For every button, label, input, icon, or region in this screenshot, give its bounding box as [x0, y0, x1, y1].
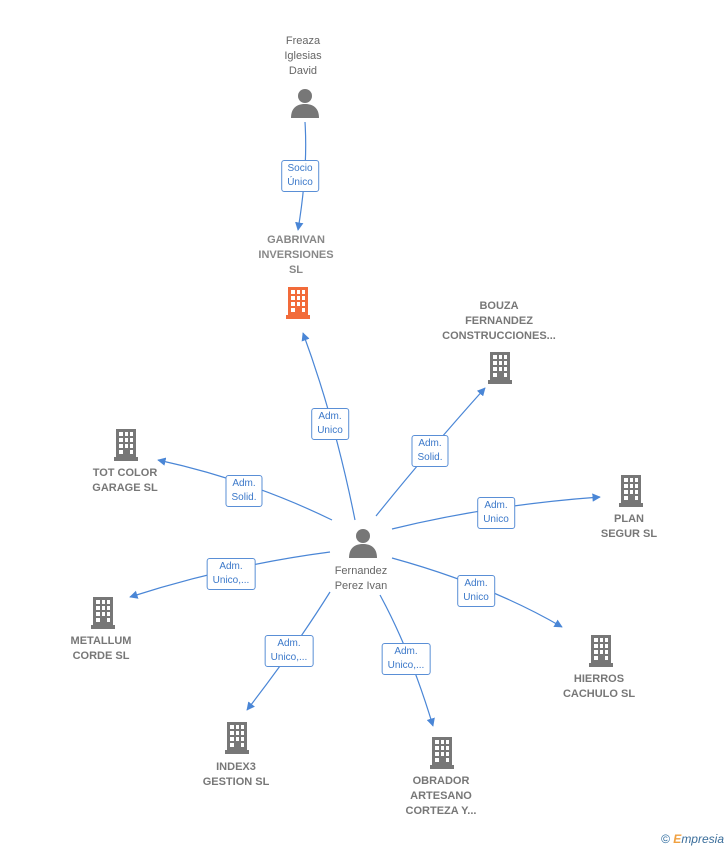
edge-label-center-main[interactable]: Adm. Unico: [311, 408, 349, 440]
person-owner-label: Freaza Iglesias David: [284, 35, 322, 77]
edge-label-center-hierros[interactable]: Adm. Unico: [457, 575, 495, 607]
brand-logo-text: mpresia: [681, 832, 724, 846]
edge-label-center-tot[interactable]: Adm. Solid.: [225, 475, 263, 507]
edge-label-center-plan[interactable]: Adm. Unico: [477, 497, 515, 529]
company-label: PLAN SEGUR SL: [600, 513, 658, 540]
building-icon[interactable]: [91, 597, 115, 629]
building-icon[interactable]: [430, 737, 454, 769]
building-icon[interactable]: [114, 429, 138, 461]
person-center-label: Fernandez Perez Ivan: [334, 565, 388, 592]
edge-label-center-metallum[interactable]: Adm. Unico,...: [206, 558, 256, 590]
building-icon[interactable]: [286, 287, 310, 319]
company-label: METALLUM CORDE SL: [70, 635, 132, 662]
edge-label-owner-main[interactable]: Socio Único: [281, 160, 319, 192]
copyright-icon: ©: [661, 832, 670, 846]
icons: [91, 89, 643, 769]
person-icon[interactable]: [349, 529, 377, 558]
building-icon[interactable]: [619, 475, 643, 507]
company-label: HIERROS CACHULO SL: [562, 673, 636, 700]
company-label: BOUZA FERNANDEZ CONSTRUCCIONES...: [442, 300, 556, 342]
edges: [129, 121, 601, 727]
brand-logo-initial: E: [673, 832, 682, 846]
person-icon[interactable]: [291, 89, 319, 118]
footer-brand: © Empresia: [661, 832, 724, 846]
building-icon[interactable]: [488, 352, 512, 384]
edge-label-center-bouza[interactable]: Adm. Solid.: [411, 435, 449, 467]
building-icon[interactable]: [589, 635, 613, 667]
company-label: TOT COLOR GARAGE SL: [92, 467, 158, 494]
main-company-label: GABRIVAN INVERSIONES SL: [258, 234, 334, 276]
company-label: INDEX3 GESTION SL: [202, 761, 270, 788]
company-label: OBRADOR ARTESANO CORTEZA Y...: [405, 775, 477, 817]
building-icon[interactable]: [225, 722, 249, 754]
edge-label-center-index3[interactable]: Adm. Unico,...: [264, 635, 314, 667]
edge-label-center-obrador[interactable]: Adm. Unico,...: [381, 643, 431, 675]
